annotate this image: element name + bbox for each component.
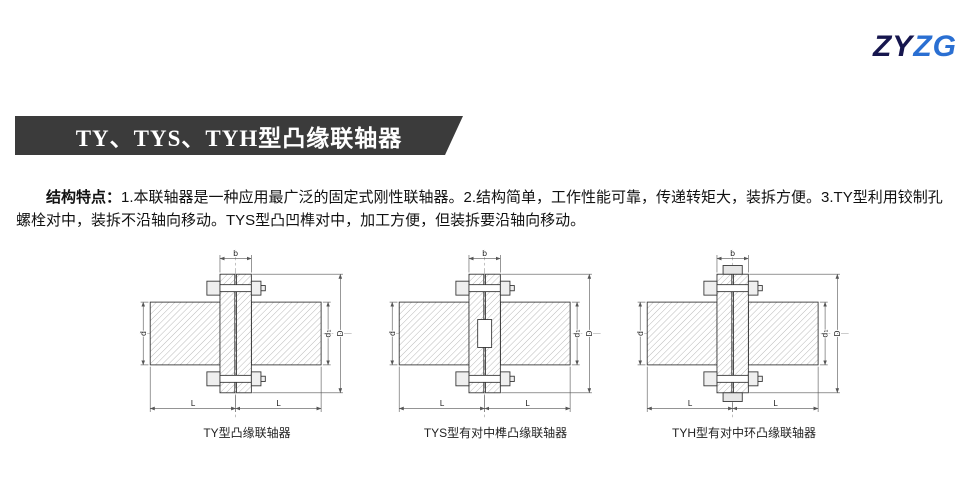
bolt-top (703, 280, 763, 296)
feature-paragraph: 结构特点：1.本联轴器是一种应用最广泛的固定式刚性联轴器。2.结构简单，工作性能… (16, 186, 956, 233)
dim-label-L-left: L (439, 399, 444, 408)
dim-label-D: D (336, 330, 345, 336)
dim-label-d1: d₁ (324, 329, 333, 337)
centering-spigot (476, 319, 492, 348)
coupling-body (149, 273, 322, 394)
bolt-bottom (206, 371, 266, 387)
dim-label-d: d (139, 331, 148, 336)
dim-label-L-right: L (773, 399, 778, 408)
centering-ring-bottom (722, 392, 743, 402)
brand-logo-zg: ZG (913, 30, 957, 63)
dim-label-b: b (482, 249, 487, 258)
dimensions: b d d₁ D (387, 248, 595, 412)
coupling-body (398, 273, 571, 394)
dim-label-d1: d₁ (821, 329, 830, 337)
dim-label-b: b (233, 249, 238, 258)
figure-caption: TY型凸缘联轴器 (203, 426, 291, 440)
figure-tyh: b d d₁ D (635, 246, 853, 441)
ty-coupling-drawing: b d d₁ D (138, 248, 355, 418)
dimensions: b d d₁ D (138, 248, 346, 412)
feature-text: 1.本联轴器是一种应用最广泛的固定式刚性联轴器。2.结构简单，工作性能可靠，传递… (16, 189, 943, 230)
figure-ty: b d d₁ D (138, 246, 356, 441)
brand-logo: ZYZG (873, 30, 957, 64)
bolt-top (206, 280, 266, 296)
tys-coupling-drawing: b d d₁ D (387, 248, 603, 418)
figures-row: b d d₁ D (138, 246, 853, 441)
section-title-banner: TY、TYS、TYH型凸缘联轴器 (15, 116, 463, 155)
dim-label-d: d (387, 331, 396, 336)
dim-label-D: D (584, 330, 593, 336)
dim-label-d1: d₁ (572, 329, 581, 337)
brand-logo-zy: ZY (872, 30, 914, 63)
figure-caption: TYH型有对中环凸缘联轴器 (671, 426, 816, 440)
dim-label-L-right: L (276, 399, 281, 408)
dim-label-b: b (730, 249, 735, 258)
bolt-top (454, 280, 515, 296)
figure-tys: b d d₁ D (387, 246, 605, 441)
dim-label-D: D (833, 330, 842, 336)
dim-label-L-right: L (525, 399, 530, 408)
page-title: TY、TYS、TYH型凸缘联轴器 (75, 125, 403, 151)
dimensions: b d d₁ D (635, 248, 843, 412)
bolt-bottom (454, 371, 515, 387)
coupling-body (646, 265, 819, 402)
centering-ring-top (722, 265, 743, 275)
dim-label-d: d (636, 331, 645, 336)
tyh-coupling-drawing: b d d₁ D (635, 248, 852, 418)
dim-label-L-left: L (191, 399, 196, 408)
figure-caption: TYS型有对中榫凸缘联轴器 (423, 426, 568, 440)
feature-label: 结构特点： (46, 189, 122, 206)
dim-label-L-left: L (688, 399, 693, 408)
bolt-bottom (703, 371, 763, 387)
